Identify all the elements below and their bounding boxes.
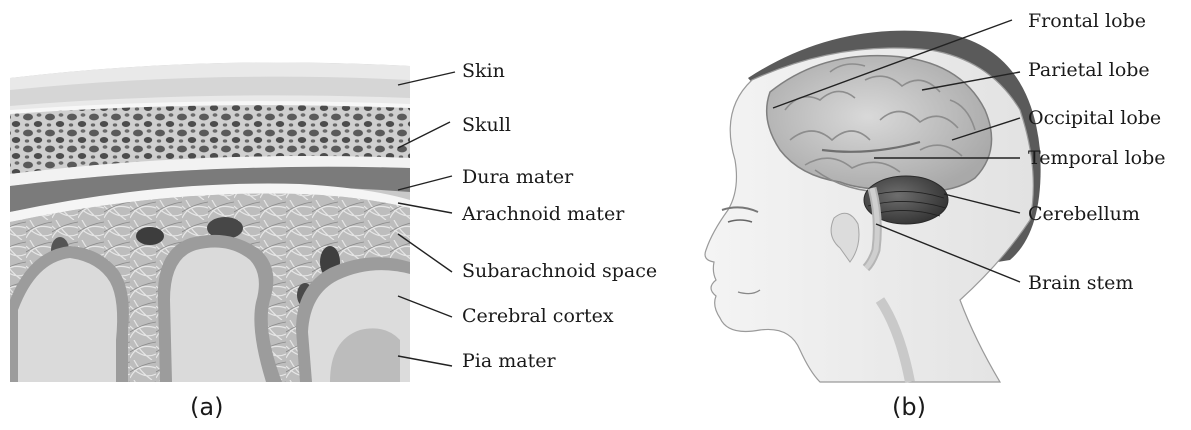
label-parietal-lobe: Parietal lobe	[1028, 59, 1150, 81]
label-occipital-lobe: Occipital lobe	[1028, 107, 1161, 129]
label-temporal-lobe: Temporal lobe	[1028, 147, 1166, 169]
label-cerebellum: Cerebellum	[1028, 203, 1140, 225]
label-pia-mater: Pia mater	[462, 350, 556, 372]
head-illustration	[705, 31, 1041, 382]
label-skull: Skull	[462, 114, 511, 136]
label-skin: Skin	[462, 60, 505, 82]
caption-a: (a)	[190, 393, 223, 421]
label-dura-mater: Dura mater	[462, 166, 573, 188]
label-subarachnoid-space: Subarachnoid space	[462, 260, 657, 282]
caption-b: (b)	[892, 393, 926, 421]
label-arachnoid-mater: Arachnoid mater	[462, 203, 624, 225]
label-cerebral-cortex: Cerebral cortex	[462, 305, 614, 327]
meninges-illustration	[0, 50, 420, 390]
label-brain-stem: Brain stem	[1028, 272, 1133, 294]
label-frontal-lobe: Frontal lobe	[1028, 10, 1146, 32]
